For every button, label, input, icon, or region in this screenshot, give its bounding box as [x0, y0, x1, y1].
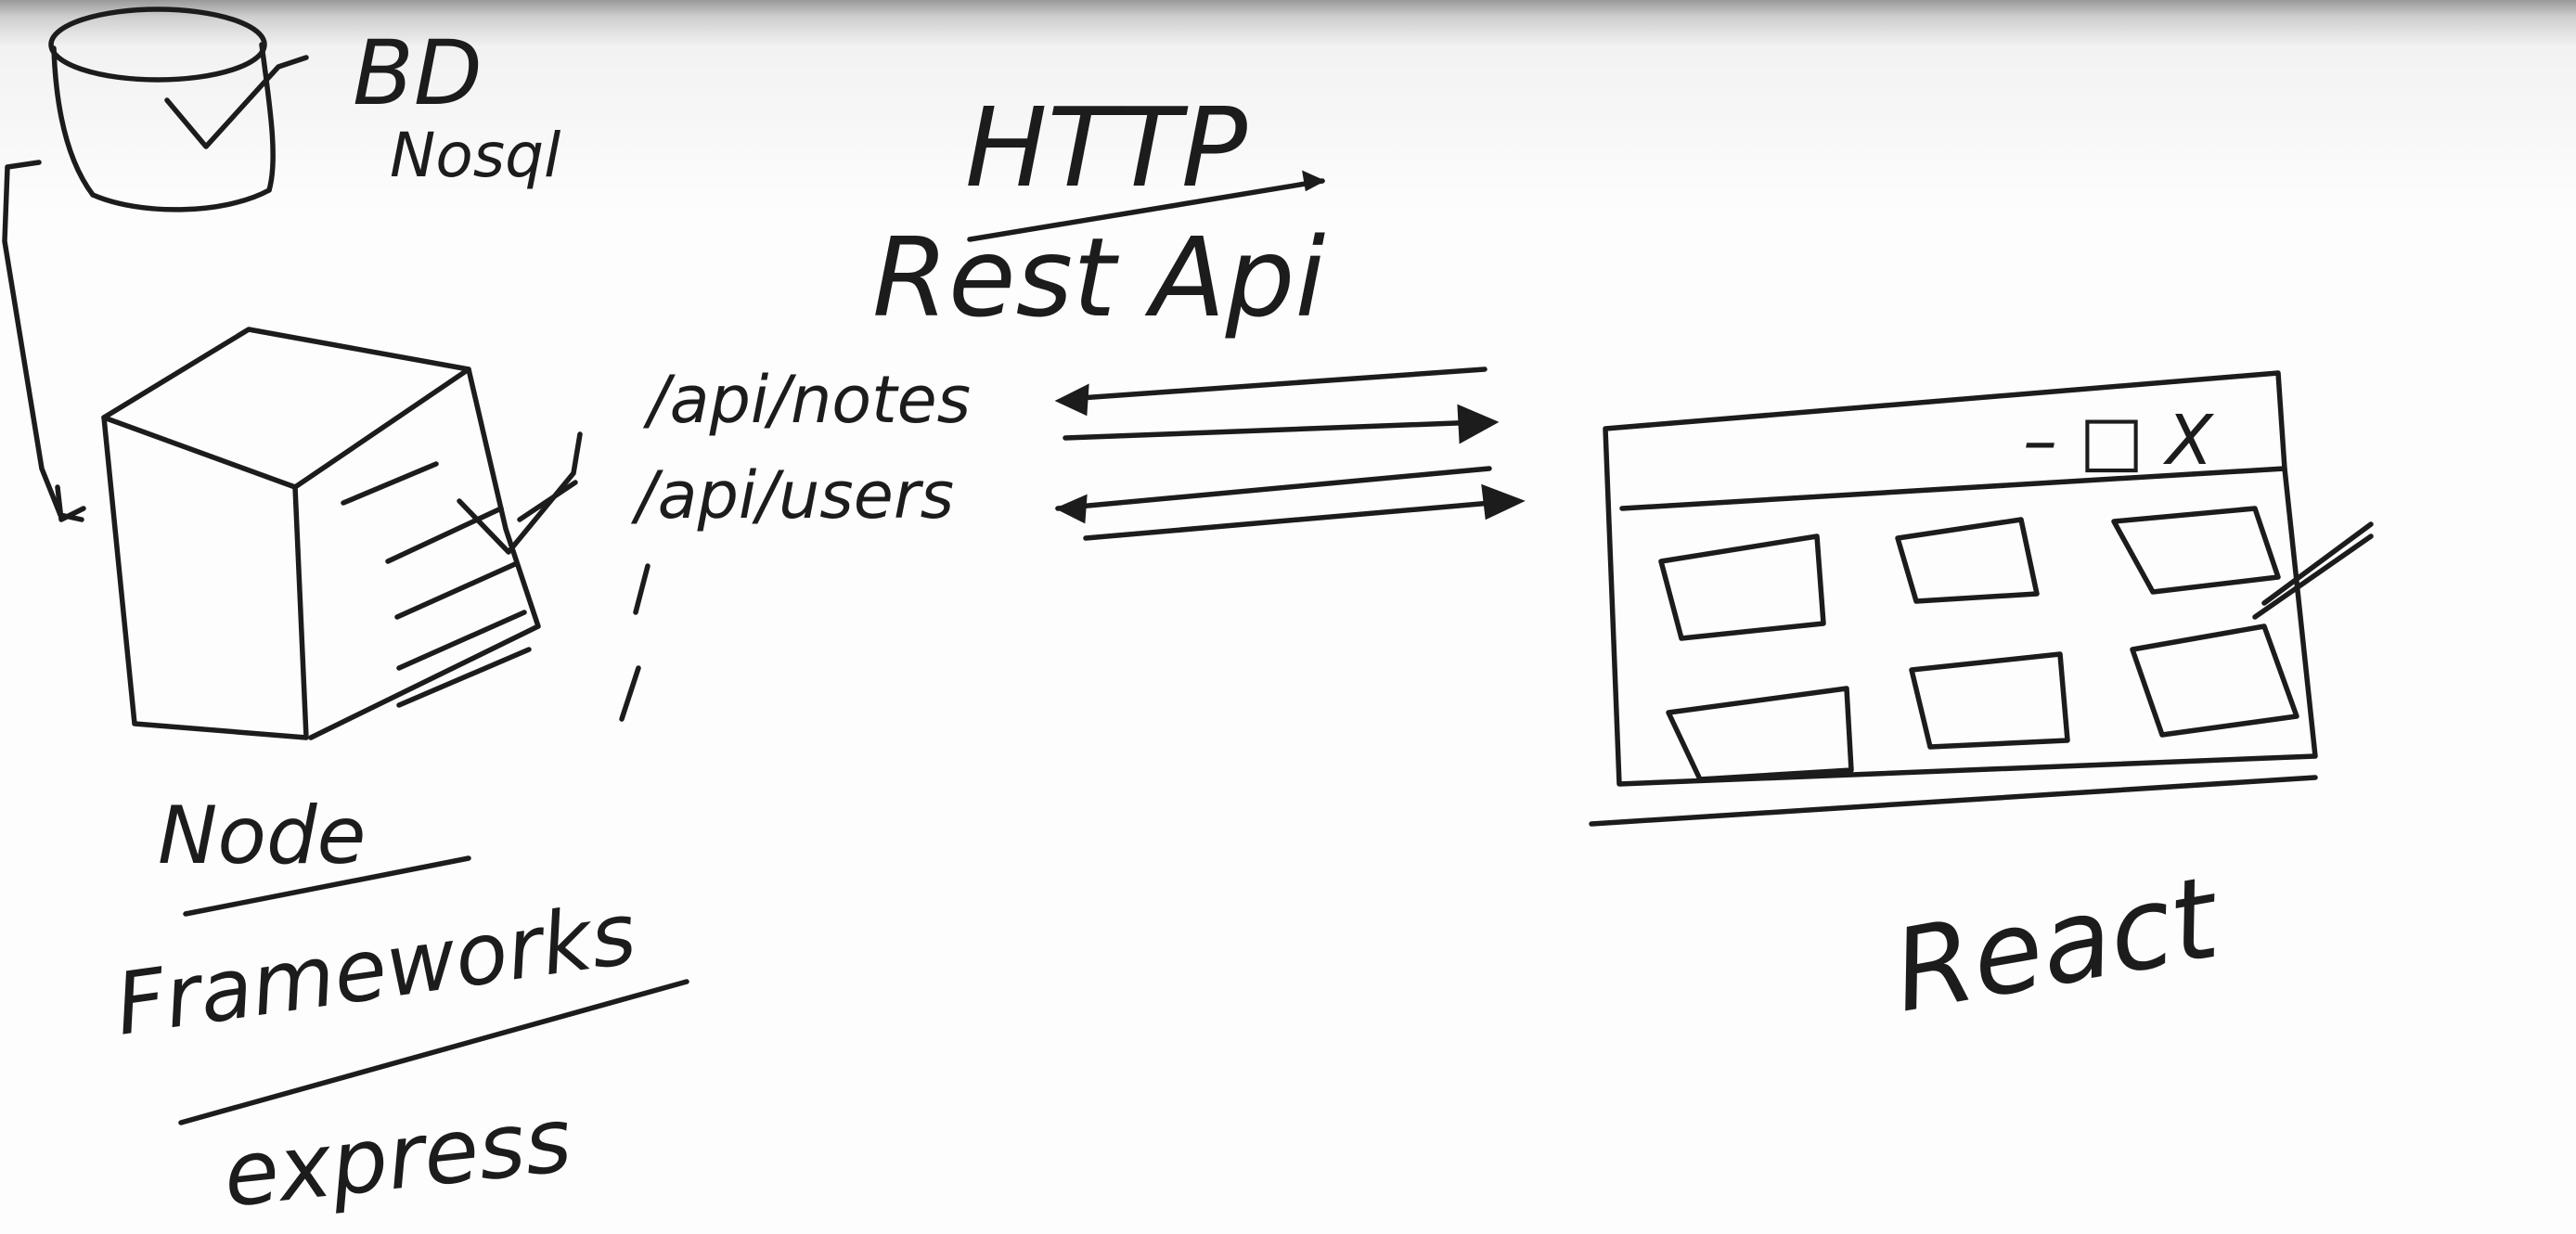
- arrowhead-left-icon: [1054, 494, 1088, 524]
- route-label: /api/notes: [642, 362, 971, 438]
- server-frameworks-underline: [178, 979, 689, 1125]
- server-runtime-underline: [183, 855, 471, 917]
- tile: [1666, 686, 1854, 782]
- server-frameworks-label: Frameworks: [109, 883, 641, 1054]
- database-label-line2: Nosql: [390, 120, 561, 191]
- database-cylinder-icon: [48, 6, 309, 212]
- route-label: /api/users: [630, 457, 954, 533]
- protocol-arrowhead: [1302, 170, 1326, 192]
- window-controls: – □ X: [2023, 401, 2215, 481]
- tile: [1909, 651, 2070, 750]
- protocol-label-line2: Rest Api: [872, 213, 1325, 341]
- protocol-underline: [967, 178, 1325, 242]
- route-separator: [619, 563, 650, 722]
- arrowhead-right-icon: [1481, 483, 1526, 521]
- server-framework-name: express: [219, 1087, 576, 1228]
- client-label: React: [1884, 851, 2230, 1037]
- server-runtime-label: Node: [158, 790, 366, 882]
- content-tiles: [1658, 506, 2299, 782]
- route-arrows: [1054, 366, 1526, 541]
- tile: [2111, 506, 2281, 595]
- tile: [1658, 533, 1826, 641]
- tile: [1895, 517, 2040, 604]
- tile: [2130, 623, 2299, 738]
- client-window-icon: [1589, 370, 2374, 827]
- db-server-connector: [2, 160, 86, 522]
- arrowhead-right-icon: [1457, 404, 1500, 444]
- protocol-label-line1: HTTP: [965, 84, 1247, 212]
- server-box-icon: [101, 327, 583, 740]
- arrowhead-left-icon: [1054, 383, 1089, 417]
- top-shadow: [0, 0, 2576, 213]
- database-label-line1: BD: [353, 21, 483, 125]
